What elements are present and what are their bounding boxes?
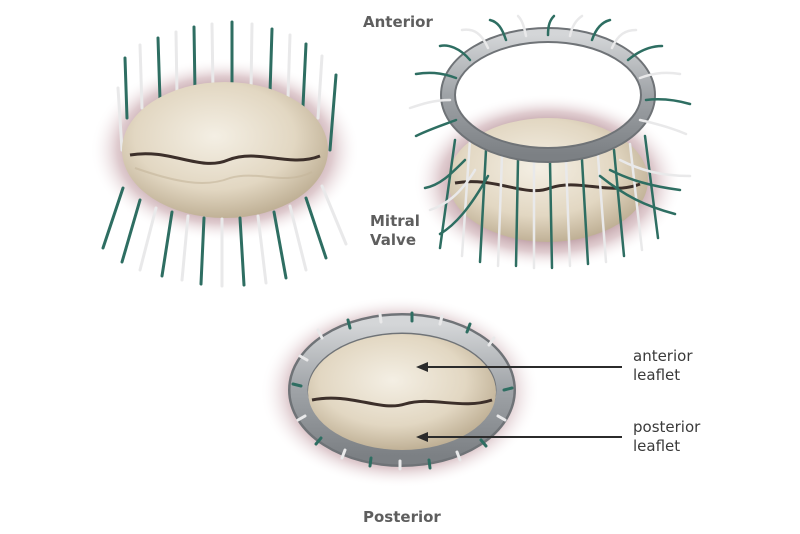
label-valve: Valve	[370, 231, 417, 249]
label-mitral: Mitral	[370, 212, 420, 230]
annotation-anterior-leaflet: anterior leaflet	[633, 347, 693, 385]
label-anterior: Anterior	[363, 13, 433, 31]
label-mitral-valve: Mitral Valve	[370, 212, 420, 250]
annotation-posterior-line2: leaflet	[633, 437, 681, 455]
pointer-arrow-anterior	[416, 362, 622, 372]
valve-ring-seated	[260, 296, 540, 488]
annotation-anterior-line2: leaflet	[633, 366, 681, 384]
label-posterior: Posterior	[363, 508, 441, 526]
valve-sutures-placed	[90, 20, 360, 288]
annotation-anterior-line1: anterior	[633, 347, 693, 365]
annotation-posterior-leaflet: posterior leaflet	[633, 418, 700, 456]
valve-ring-lowering	[408, 14, 692, 270]
annotation-posterior-line1: posterior	[633, 418, 701, 436]
pointer-arrow-posterior	[416, 432, 622, 442]
